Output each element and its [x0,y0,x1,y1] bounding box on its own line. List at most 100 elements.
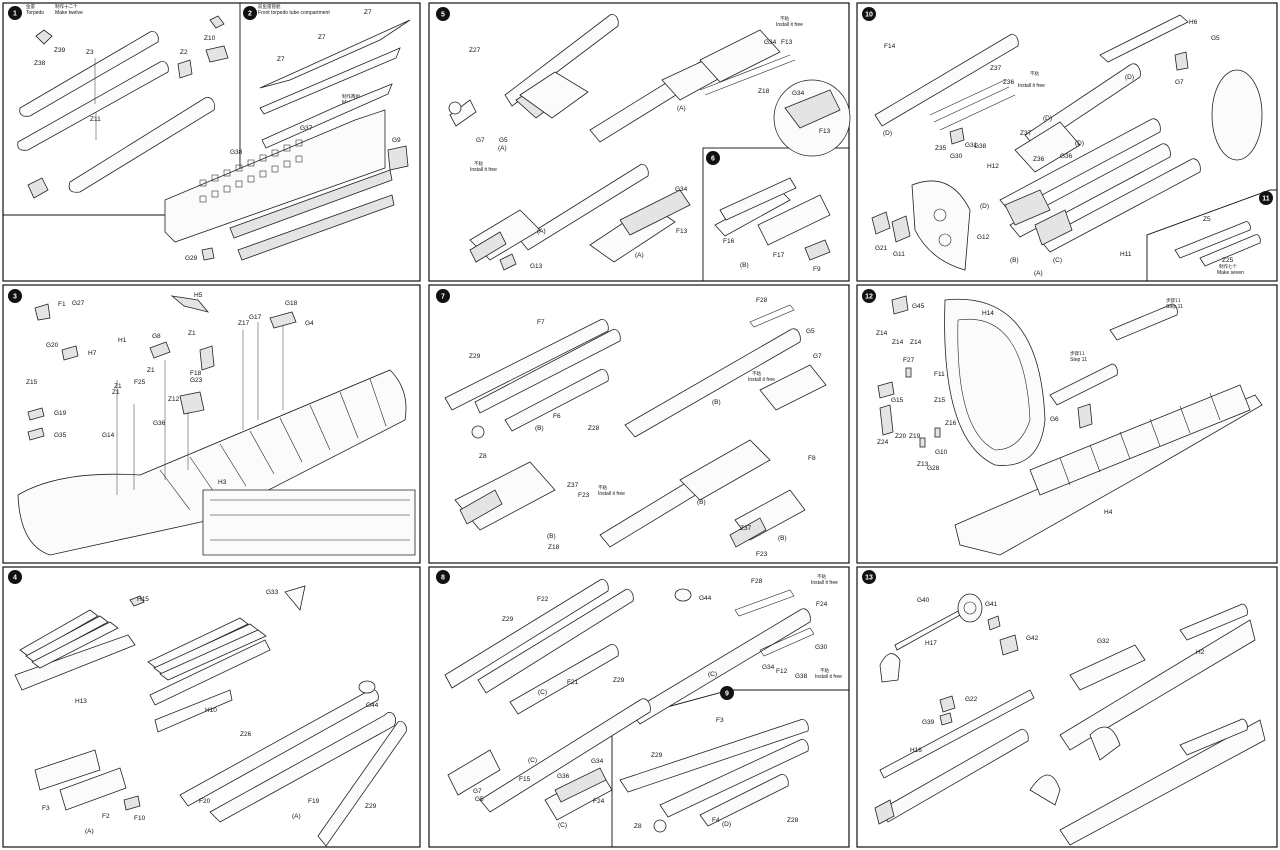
svg-text:13: 13 [865,575,873,582]
panel-step-12: 步骤11 Step 11 步骤11 Step 11 G45 Z14 Z14 Z1… [876,295,1263,556]
svg-text:F7: F7 [537,319,545,326]
svg-text:Install it free: Install it free [748,377,775,383]
svg-text:Z28: Z28 [588,425,600,432]
svg-text:Z16: Z16 [945,420,957,427]
svg-text:G30: G30 [950,153,963,160]
svg-text:Z15: Z15 [934,397,946,404]
hull-drawing [17,295,416,556]
svg-text:Install it free: Install it free [470,167,497,173]
step-badge-10: 10 [862,7,876,21]
svg-text:G36: G36 [557,773,570,780]
svg-text:Z19: Z19 [909,433,921,440]
svg-text:5: 5 [441,12,445,19]
svg-text:G34: G34 [792,90,805,97]
svg-text:(B): (B) [1010,257,1019,264]
svg-text:G23: G23 [190,377,203,384]
svg-text:7: 7 [441,294,445,301]
svg-text:G38: G38 [795,673,808,680]
svg-text:H3: H3 [218,479,227,486]
svg-text:Install it free: Install it free [1018,83,1045,89]
svg-text:(A): (A) [635,252,644,259]
svg-text:Z7: Z7 [364,9,372,16]
svg-text:G22: G22 [965,696,978,703]
svg-text:H12: H12 [987,163,999,170]
panel-step-11: Z5 Z25 制作七个 Make seven [1174,216,1261,276]
svg-text:(C): (C) [1053,257,1062,264]
svg-text:Z7: Z7 [277,56,285,63]
svg-text:(A): (A) [292,813,301,820]
svg-text:H17: H17 [925,640,937,647]
svg-text:Z12: Z12 [168,396,180,403]
svg-text:H5: H5 [194,292,203,299]
svg-text:F27: F27 [903,357,915,364]
panel-step-10: 不粘 Install it free F14 Z37 Z36 H6 G5 G7 … [871,14,1263,277]
svg-text:Z29: Z29 [651,752,663,759]
svg-text:G45: G45 [912,303,925,310]
svg-text:F22: F22 [537,596,549,603]
svg-text:不粘: 不粘 [598,484,607,491]
svg-text:F11: F11 [934,371,945,378]
svg-text:G40: G40 [917,597,930,604]
panel-step-1: 鱼雷 Torpedo 制作十二个 Make twelve Z38 Z39 Z3 … [17,3,229,199]
svg-text:F21: F21 [567,679,579,686]
svg-text:F23: F23 [578,492,590,499]
svg-text:(D): (D) [1043,115,1052,122]
svg-text:G41: G41 [985,601,998,608]
svg-text:H15: H15 [137,596,149,603]
svg-text:G21: G21 [875,245,888,252]
svg-text:F14: F14 [884,43,896,50]
svg-text:步骤11: 步骤11 [1070,350,1085,357]
svg-text:Z29: Z29 [365,803,377,810]
panel-10-drawing [871,14,1263,271]
svg-text:(A): (A) [498,145,507,152]
svg-text:H11: H11 [1120,251,1132,258]
svg-text:H16: H16 [910,747,922,754]
svg-text:(B): (B) [740,262,749,269]
svg-text:G19: G19 [54,410,67,417]
svg-text:不粘: 不粘 [1030,70,1039,77]
svg-text:Z35: Z35 [935,145,947,152]
svg-text:Z18: Z18 [758,88,770,95]
step-badge-7: 7 [436,289,450,303]
svg-text:F10: F10 [134,815,146,822]
svg-text:Torpedo: Torpedo [26,10,44,16]
svg-text:(C): (C) [528,757,537,764]
svg-text:F1: F1 [58,301,66,308]
svg-text:G17: G17 [249,314,262,321]
svg-text:F20: F20 [199,798,211,805]
svg-text:G34: G34 [764,39,777,46]
svg-text:10: 10 [865,12,873,19]
rack-drawing [14,585,407,847]
step-badges: 1 2 5 6 10 11 3 7 12 4 8 9 13 [8,6,1273,700]
svg-text:F13: F13 [676,228,688,235]
svg-text:Front torpedo tube compartment: Front torpedo tube compartment [258,10,330,16]
svg-text:F2: F2 [102,813,110,820]
svg-text:H13: H13 [75,698,87,705]
panel-step-7: 不粘 Install it free 不粘 Install it free Z2… [444,297,827,558]
svg-text:Z11: Z11 [90,116,101,123]
step-badge-9: 9 [720,686,734,700]
svg-text:Z13: Z13 [917,461,929,468]
svg-text:H6: H6 [1189,19,1198,26]
svg-text:F4: F4 [712,817,720,824]
svg-text:Z14: Z14 [910,339,922,346]
svg-text:Z1: Z1 [188,330,196,337]
svg-text:G7: G7 [473,788,482,795]
svg-text:(C): (C) [558,822,567,829]
svg-text:Z25: Z25 [1222,257,1234,264]
step-badge-8: 8 [436,570,450,584]
svg-text:F9: F9 [813,266,821,273]
svg-text:Z2: Z2 [180,49,188,56]
compartment-drawing [164,19,411,261]
svg-text:(D): (D) [1125,74,1134,81]
svg-text:(C): (C) [538,689,547,696]
svg-text:Z37: Z37 [990,65,1002,72]
svg-text:不粘: 不粘 [780,15,789,22]
svg-text:4: 4 [13,575,17,582]
panel-step-8: 不粘 Install it free 不粘 Install it free F2… [444,573,842,829]
svg-text:Z37: Z37 [567,482,579,489]
panel-step-13: G40 G41 H17 G42 G32 H2 G22 G39 H16 [874,593,1266,846]
svg-text:G42: G42 [1026,635,1039,642]
svg-text:不粘: 不粘 [817,573,826,580]
